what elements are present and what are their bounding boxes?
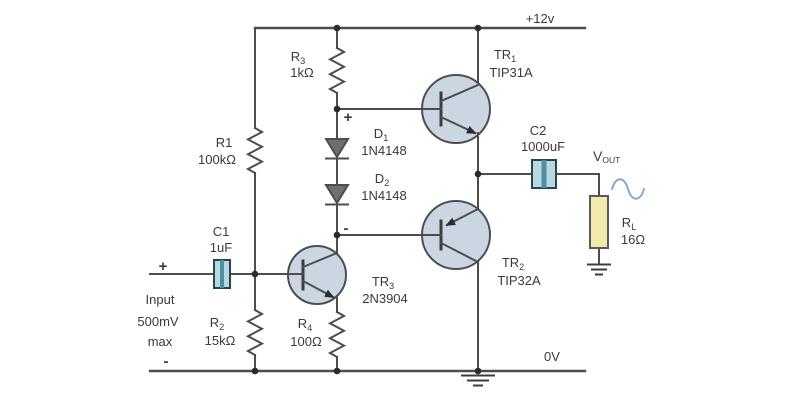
tr2-collector-wire (439, 241, 480, 264)
capacitor-c2-symbol (531, 159, 557, 189)
diode-d1-symbol (324, 138, 350, 160)
label-r1: R1 (216, 135, 233, 150)
label-r2: R2 (210, 315, 224, 332)
tr2-emitter-arrow (445, 207, 480, 227)
input-plus-sign: + (159, 258, 168, 275)
load-resistor-rl-symbol (589, 195, 609, 249)
input-label-line1: Input (146, 292, 175, 307)
bias-plus-sign: + (344, 109, 353, 126)
label-r4: R4 (298, 316, 312, 333)
label-d2: D2 (375, 171, 389, 188)
label-tr3: TR3 (372, 274, 394, 291)
value-d2: 1N4148 (361, 188, 407, 203)
tr1-collector-wire (439, 83, 480, 103)
resistor-r2-symbol (245, 308, 265, 357)
sine-wave-icon (611, 178, 645, 200)
label-c1: C1 (213, 224, 230, 239)
value-rl: 16Ω (621, 232, 645, 247)
diode-d2-symbol (324, 184, 350, 206)
label-d1: D1 (374, 126, 388, 143)
bias-minus-sign: - (344, 220, 349, 237)
capacitor-c1-symbol (213, 259, 231, 289)
label-rl: RL (622, 215, 636, 232)
value-c2: 1000uF (521, 139, 565, 154)
resistor-r1-symbol (245, 126, 265, 175)
value-r1: 100kΩ (198, 152, 236, 167)
label-r3: R3 (291, 49, 305, 66)
value-tr3: 2N3904 (362, 291, 408, 306)
resistor-r3-symbol (327, 46, 347, 95)
value-d1: 1N4148 (361, 143, 407, 158)
supply-voltage-label: +12v (526, 11, 555, 26)
ground-icon-rail (461, 374, 495, 387)
vout-label: VOUT (593, 148, 620, 165)
value-tr1: TIP31A (489, 65, 533, 80)
label-tr1: TR1 (494, 47, 516, 64)
tr3-emitter-arrow (301, 279, 335, 299)
value-r2: 15kΩ (205, 333, 236, 348)
label-tr2: TR2 (502, 255, 524, 272)
input-label-line2: 500mV (137, 314, 179, 329)
output-wire (477, 173, 600, 265)
resistor-r4-symbol (327, 310, 347, 359)
value-r4: 100Ω (290, 334, 322, 349)
zero-volt-label: 0V (544, 349, 560, 364)
value-r3: 1kΩ (290, 65, 314, 80)
ground-icon-load (587, 263, 611, 276)
input-minus-sign: - (164, 353, 169, 370)
label-c2: C2 (530, 123, 547, 138)
value-tr2: TIP32A (497, 273, 541, 288)
tr1-emitter-arrow (439, 115, 477, 135)
tr3-collector-wire (301, 251, 339, 269)
input-label-line3: max (148, 334, 173, 349)
value-c1: 1uF (210, 240, 232, 255)
junction-dots (251, 24, 482, 375)
